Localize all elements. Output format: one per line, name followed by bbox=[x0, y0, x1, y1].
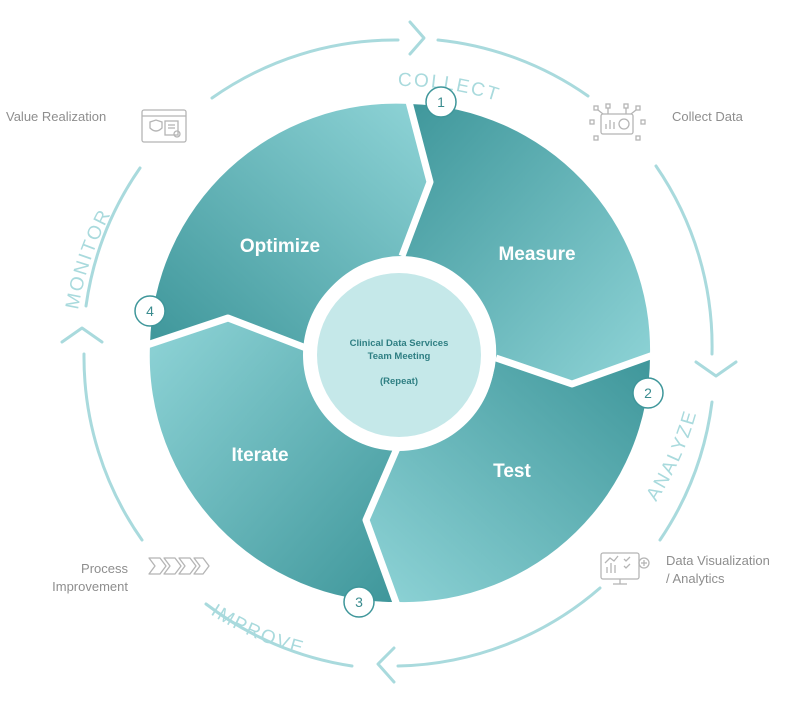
ring-chevrons bbox=[60, 20, 738, 684]
separator-2 bbox=[494, 350, 658, 388]
outer-ring bbox=[82, 38, 714, 668]
segment-label-test: Test bbox=[493, 461, 531, 482]
chevron-up-icon bbox=[60, 326, 104, 344]
dashboard-network-icon bbox=[589, 103, 646, 141]
label-data-visualization: Data Visualization / Analytics bbox=[666, 552, 770, 588]
label-collect-data: Collect Data bbox=[672, 109, 743, 124]
center-repeat-label: (Repeat) bbox=[380, 376, 418, 387]
center-disc bbox=[317, 273, 481, 437]
segment-label-optimize: Optimize bbox=[240, 236, 320, 257]
separator-1 bbox=[398, 97, 434, 258]
ring-arc-bottom-left bbox=[204, 602, 354, 668]
chevron-arrows-icon bbox=[148, 557, 210, 575]
center-title-line2: Team Meeting bbox=[368, 351, 431, 362]
chevron-left-icon bbox=[376, 646, 396, 684]
label-process-line2: Improvement bbox=[52, 579, 128, 594]
label-process-improvement: Process Improvement bbox=[38, 560, 128, 596]
label-data-visualization-line1: Data Visualization bbox=[666, 553, 770, 568]
step-badge-1: 1 bbox=[425, 86, 457, 118]
ring-arc-left-upper bbox=[84, 166, 142, 308]
segment-measure bbox=[402, 104, 651, 384]
monitor-chart-icon bbox=[600, 552, 650, 585]
phase-analyze: ANALYZE bbox=[642, 407, 701, 504]
ring-arc-top-left bbox=[210, 38, 400, 100]
ring-arc-bottom-right bbox=[396, 586, 602, 668]
ring-arc-right-lower bbox=[658, 400, 714, 542]
label-process-line1: Process bbox=[81, 561, 128, 576]
phase-improve: IMPROVE bbox=[207, 600, 307, 659]
separator-4 bbox=[142, 314, 308, 352]
separator-3 bbox=[362, 444, 402, 610]
ring-arc-top-right bbox=[436, 38, 590, 98]
chevron-right-icon bbox=[408, 20, 426, 56]
label-data-visualization-line2: / Analytics bbox=[666, 571, 725, 586]
ring-arc-right-upper bbox=[654, 164, 714, 356]
ring-arc-left-lower bbox=[82, 352, 144, 542]
step-badge-3: 3 bbox=[343, 586, 375, 618]
step-badge-4: 4 bbox=[134, 295, 166, 327]
cycle-segments bbox=[149, 103, 651, 603]
segment-label-iterate: Iterate bbox=[231, 445, 288, 466]
step-number-1: 1 bbox=[437, 94, 445, 110]
step-number-4: 4 bbox=[146, 303, 154, 319]
segment-test bbox=[366, 356, 650, 603]
label-value-realization: Value Realization bbox=[6, 109, 107, 124]
center-title-line1: Clinical Data Services bbox=[350, 338, 449, 349]
step-badge-2: 2 bbox=[632, 377, 664, 409]
step-number-2: 2 bbox=[644, 385, 652, 401]
segment-separators bbox=[142, 97, 658, 610]
segment-label-measure: Measure bbox=[498, 244, 575, 265]
segment-iterate bbox=[149, 318, 398, 603]
segment-optimize bbox=[150, 103, 430, 348]
step-number-3: 3 bbox=[355, 594, 363, 610]
chevron-down-icon bbox=[694, 360, 738, 378]
browser-shield-document-icon bbox=[141, 109, 187, 143]
